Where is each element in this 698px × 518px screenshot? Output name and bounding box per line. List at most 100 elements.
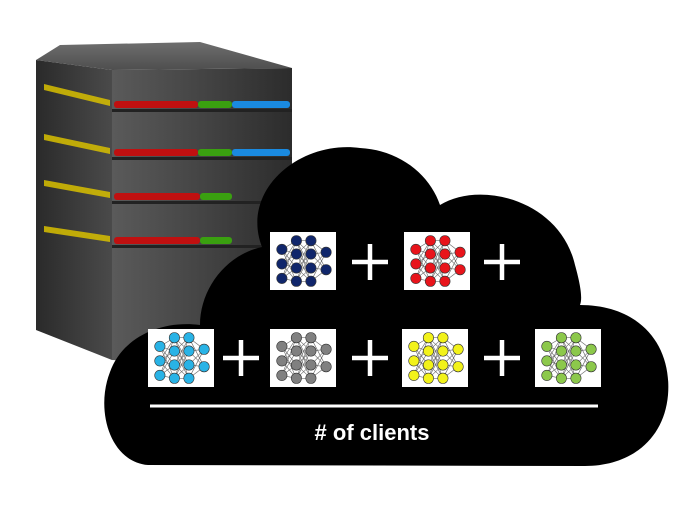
plus-operators [223, 244, 520, 376]
nn-node [290, 262, 302, 274]
nn-node [305, 372, 317, 384]
nn-node [154, 355, 166, 367]
panel-groove [112, 201, 292, 204]
nn-node [290, 248, 302, 260]
nn-node [439, 248, 451, 260]
nn-node [410, 243, 422, 255]
nn-node [183, 359, 195, 371]
nn-edge [159, 337, 175, 376]
nn-node [555, 332, 567, 344]
nn-edge [546, 346, 562, 379]
nn-node [305, 235, 317, 247]
led-strip-front [198, 101, 232, 108]
nn-node [541, 340, 553, 352]
nn-edge [546, 337, 562, 376]
nn-node [305, 248, 317, 260]
led-strip-front [200, 193, 232, 200]
nn-node [290, 345, 302, 357]
nn-edge [159, 346, 175, 379]
nn-node [555, 345, 567, 357]
nn-node [555, 372, 567, 384]
nn-node [154, 369, 166, 381]
nn-node [452, 361, 464, 373]
nn-edge [428, 337, 444, 379]
nn-node [570, 359, 582, 371]
panel-groove [112, 245, 292, 248]
plus-vertical [367, 340, 373, 376]
nn-node [183, 372, 195, 384]
nn-edge [174, 337, 190, 379]
nn-edge [430, 240, 446, 282]
nn-node [439, 275, 451, 287]
plus-operator [484, 244, 520, 280]
nn-node [305, 332, 317, 344]
server-top-panel [36, 42, 292, 70]
nn-edge [281, 346, 297, 379]
model-cyan-tile [148, 329, 214, 387]
led-strip-front [232, 101, 290, 108]
nn-node [276, 272, 288, 284]
nn-node [320, 264, 332, 276]
nn-node [424, 248, 436, 260]
panel-groove [112, 109, 292, 112]
nn-node [320, 246, 332, 258]
nn-edge [413, 337, 429, 376]
nn-node [408, 369, 420, 381]
plus-operator [352, 244, 388, 280]
nn-node [570, 345, 582, 357]
nn-edge [296, 240, 312, 282]
nn-node [437, 372, 449, 384]
nn-node [154, 340, 166, 352]
nn-node [585, 343, 597, 355]
nn-edge [413, 346, 429, 379]
nn-node [168, 332, 180, 344]
nn-node [305, 359, 317, 371]
nn-node [452, 343, 464, 355]
nn-node [424, 275, 436, 287]
nn-node [276, 243, 288, 255]
led-strip-left [44, 226, 110, 242]
nn-edge [561, 337, 577, 379]
led-strip-front [198, 149, 232, 156]
led-strip-front [114, 101, 198, 108]
nn-node [183, 345, 195, 357]
nn-node [320, 343, 332, 355]
server-side-panel [36, 60, 112, 360]
clients-caption: # of clients [315, 420, 430, 445]
nn-node [437, 359, 449, 371]
nn-node [276, 369, 288, 381]
nn-edge [281, 337, 297, 376]
nn-edge [281, 249, 297, 282]
led-strip-front [232, 149, 290, 156]
nn-node [585, 361, 597, 373]
nn-node [168, 359, 180, 371]
nn-edge [415, 240, 431, 279]
led-strip-front [114, 149, 198, 156]
nn-node [570, 332, 582, 344]
nn-edge [281, 240, 297, 279]
nn-node [454, 264, 466, 276]
nn-node [408, 355, 420, 367]
plus-vertical [238, 340, 244, 376]
nn-node [555, 359, 567, 371]
nn-node [424, 262, 436, 274]
panel-groove [112, 157, 292, 160]
nn-node [198, 343, 210, 355]
nn-edge [296, 337, 312, 379]
nn-node [198, 361, 210, 373]
nn-node [541, 369, 553, 381]
nn-node [290, 359, 302, 371]
server-led-strips [44, 84, 292, 248]
nn-node [276, 355, 288, 367]
nn-node [168, 345, 180, 357]
led-strip-left [44, 180, 110, 198]
nn-node [410, 272, 422, 284]
plus-vertical [499, 244, 505, 280]
nn-node [439, 262, 451, 274]
nn-node [422, 359, 434, 371]
nn-node [408, 340, 420, 352]
nn-node [422, 332, 434, 344]
nn-node [439, 235, 451, 247]
nn-node [437, 332, 449, 344]
